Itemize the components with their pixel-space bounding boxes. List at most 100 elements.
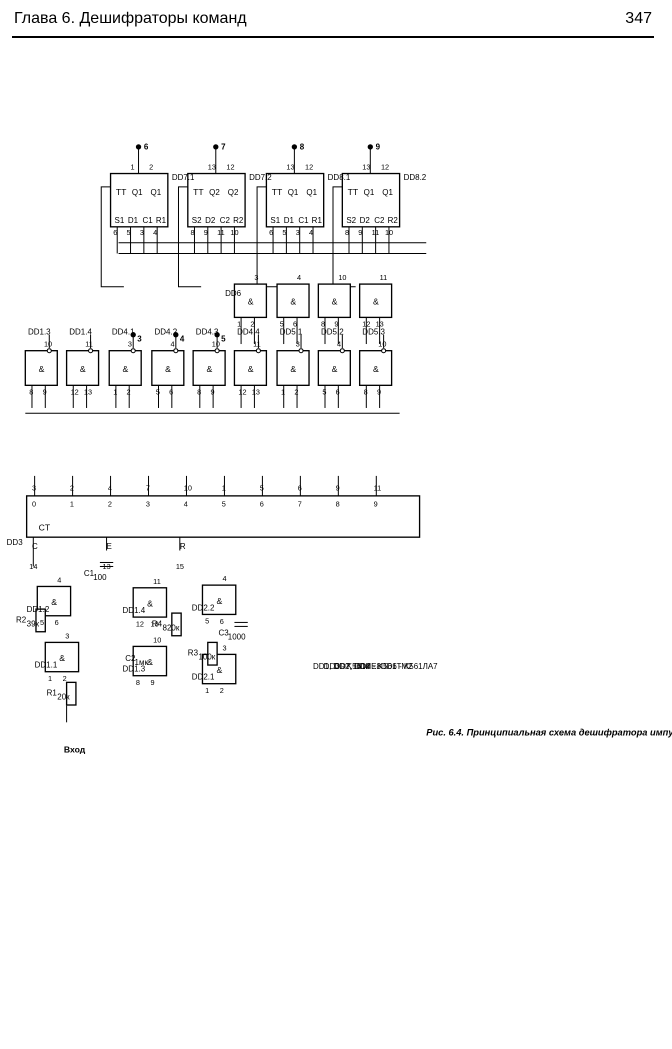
ff-ref: DD8.1 <box>328 173 351 182</box>
pin-number: 6 <box>293 320 297 329</box>
pin-number: 9 <box>334 320 338 329</box>
gate-ref: DD1.2 <box>27 605 50 614</box>
ff-r: R1 <box>312 216 323 225</box>
inversion-bubble <box>130 348 136 354</box>
ff-type: TT <box>348 187 359 197</box>
pin-number: 2 <box>149 163 153 172</box>
gate-symbol: & <box>332 364 338 374</box>
ff-c: C1 <box>298 216 309 225</box>
gate-ref: DD1.4 <box>69 328 92 337</box>
pin-number: 1 <box>205 686 209 695</box>
gate-symbol: & <box>248 297 254 307</box>
pin-number: 1 <box>113 388 117 397</box>
nand-gate <box>132 587 168 618</box>
ff-type: TT <box>116 187 127 197</box>
pin-number: 3 <box>254 273 258 282</box>
input-label: Вход <box>64 744 86 754</box>
ff-c: C1 <box>143 216 154 225</box>
nand-gate <box>276 350 310 386</box>
pin-number: 4 <box>57 575 61 584</box>
pin-number: 13 <box>362 163 370 172</box>
pin-number: 12 <box>136 619 144 628</box>
pin-number: 6 <box>220 617 224 626</box>
inversion-bubble <box>298 348 304 354</box>
pin-number: 1 <box>281 388 285 397</box>
pin-number: 6 <box>269 228 273 237</box>
ff-ref: DD8.2 <box>404 173 427 182</box>
output-number: 8 <box>300 143 305 152</box>
gate-symbol: & <box>290 297 296 307</box>
counter-q: 2 <box>108 500 112 509</box>
pin-number: 13 <box>376 320 384 329</box>
pin-number: 9 <box>210 388 214 397</box>
pin-number: 11 <box>217 228 225 237</box>
figure-caption: Рис. 6.4. Принципиальная схема дешифрато… <box>426 728 672 738</box>
ff-d: D1 <box>284 216 295 225</box>
pin-number: 8 <box>197 388 201 397</box>
nand-gate <box>24 350 58 386</box>
ff-ref: DD7.2 <box>249 173 272 182</box>
pin-number: 5 <box>127 228 131 237</box>
counter-q: 1 <box>70 500 74 509</box>
pin-number: 12 <box>381 163 389 172</box>
pin-number: 12 <box>362 320 370 329</box>
inversion-bubble <box>255 348 261 354</box>
resistor <box>171 612 182 637</box>
pin-number: 1 <box>222 484 226 493</box>
pin-number: 3 <box>296 340 300 349</box>
ff-s: S2 <box>192 216 202 225</box>
pin-number: 13 <box>208 163 216 172</box>
gate-ref: DD4.4 <box>237 328 260 337</box>
gate-ref: DD5.2 <box>321 328 344 337</box>
counter-q: 6 <box>260 500 264 509</box>
pin-number: 4 <box>170 340 174 349</box>
counter-q: 4 <box>184 500 188 509</box>
pin-number: 13 <box>151 619 159 628</box>
gate-ref: DD4.1 <box>112 328 135 337</box>
pin-number: 4 <box>153 228 157 237</box>
gate-symbol: & <box>206 364 212 374</box>
pin-number: 5 <box>280 320 284 329</box>
ff-s: S1 <box>270 216 280 225</box>
resistor-value: 100к <box>198 653 215 662</box>
pin-number: 4 <box>309 228 313 237</box>
pin-number: 6 <box>336 388 340 397</box>
terminal-dot <box>130 332 136 338</box>
ff-ref: DD7.1 <box>172 173 195 182</box>
counter-ic <box>25 495 421 538</box>
gate-symbol: & <box>123 364 129 374</box>
pin-number: 5 <box>40 618 44 627</box>
gate-ref: DD1.3 <box>28 328 51 337</box>
pin-number: 4 <box>108 484 112 493</box>
pin-number: 8 <box>29 388 33 397</box>
ff-d: D2 <box>360 216 371 225</box>
pin-number: 2 <box>70 484 74 493</box>
pin-number: 9 <box>204 228 208 237</box>
pin-number: 11 <box>380 273 388 282</box>
pin-number: 6 <box>298 484 302 493</box>
pin-number: 15 <box>176 562 184 571</box>
pin-number: 10 <box>212 340 220 349</box>
ff-s: S2 <box>346 216 356 225</box>
pin-number: 7 <box>146 484 150 493</box>
pin-number: 5 <box>156 388 160 397</box>
pin-number: 1 <box>237 320 241 329</box>
pin-number: 5 <box>322 388 326 397</box>
gate-symbol: & <box>147 657 153 667</box>
gate-ref: DD5.3 <box>362 328 385 337</box>
nand-gate <box>132 645 168 677</box>
inversion-bubble <box>46 348 52 354</box>
gate-ref: DD5.1 <box>280 328 303 337</box>
resistor-ref: R2 <box>16 615 27 624</box>
nand-gate <box>233 283 268 319</box>
page-header: Глава 6. Дешифраторы команд 347 <box>0 0 672 40</box>
pin-number: 10 <box>153 635 161 644</box>
pin-number: 1 <box>48 674 52 683</box>
ff-d: D1 <box>128 216 139 225</box>
resistor-value: 39к <box>27 619 40 628</box>
gate-symbol: & <box>248 364 254 374</box>
pin-number: 3 <box>222 643 226 652</box>
output-number: 5 <box>221 334 226 343</box>
d-flipflop <box>187 172 246 228</box>
